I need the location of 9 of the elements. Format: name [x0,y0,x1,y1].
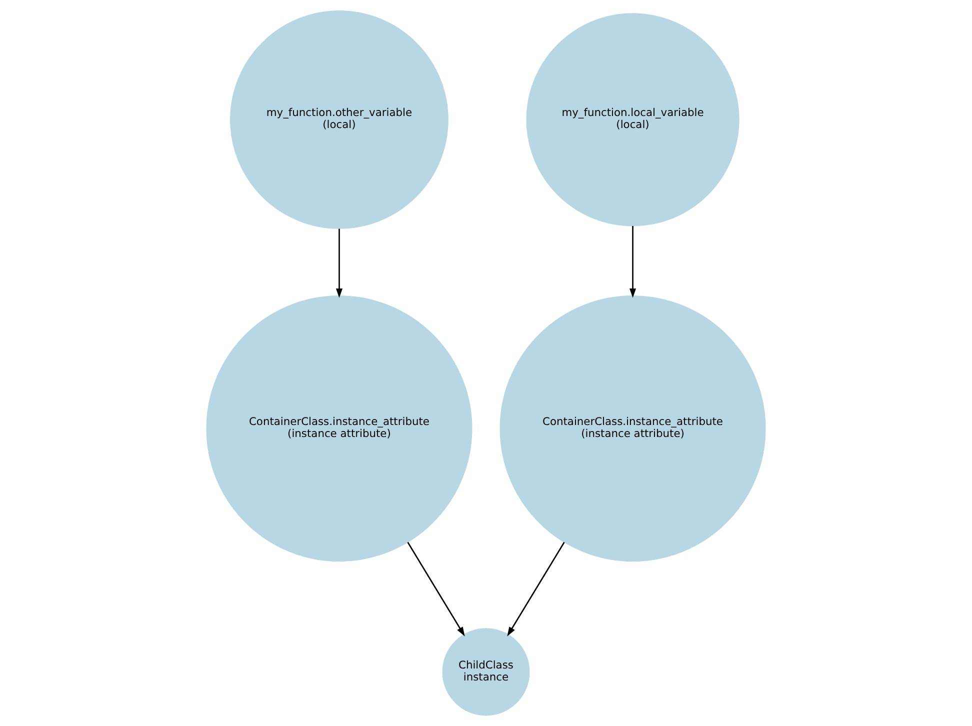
arrow [336,228,342,298]
arrow [407,542,465,636]
arrow [630,226,636,298]
node-circle: ChildClass instance [442,628,530,716]
node-circle: my_function.local_variable (local) [526,13,740,226]
node-circle: ContainerClass.instance_attribute (instance attribute) [500,296,766,562]
arrow [507,542,565,636]
node-circle: ContainerClass.instance_attribute (instance attribute) [206,296,472,562]
node-circle: my_function.other_variable (local) [230,10,448,229]
